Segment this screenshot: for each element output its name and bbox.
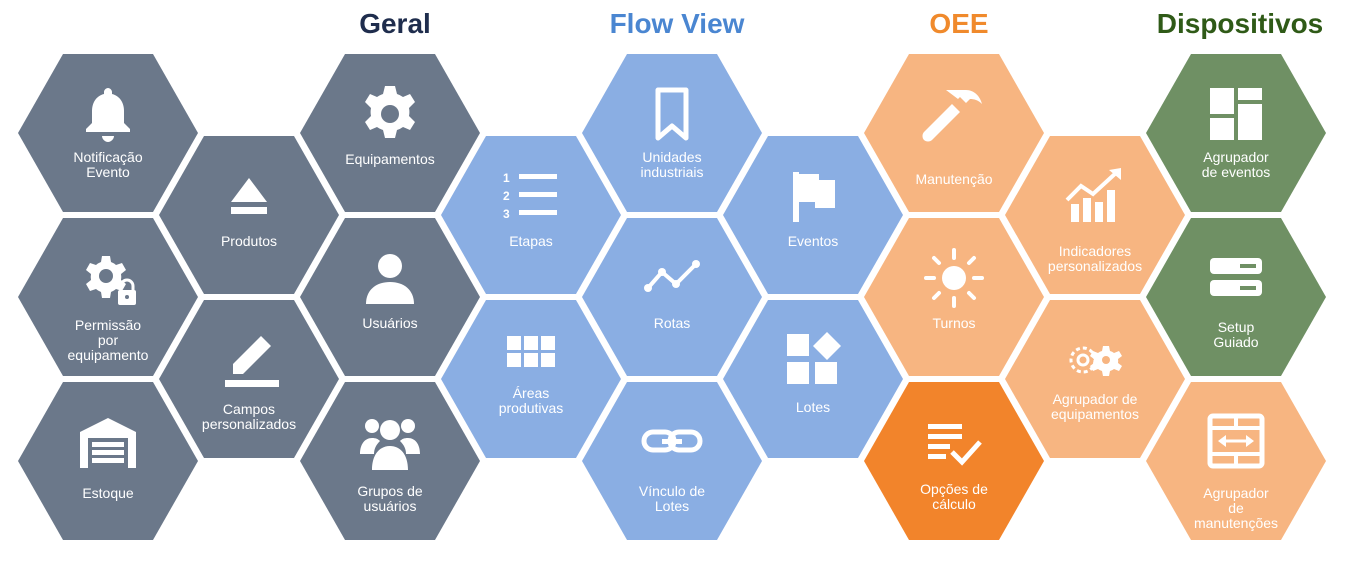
tile-grupos-de-usuarios[interactable]: Grupos de usuários [300,382,480,540]
tile-setup-guiado[interactable]: Setup Guiado [1146,218,1326,376]
list-check-icon [922,410,986,474]
tile-usuarios[interactable]: Usuários [300,218,480,376]
section-title-flow-view: Flow View [609,8,745,39]
gear-icon [358,82,422,146]
tile-label: Equipamentos [345,151,435,167]
section-title-geral: Geral [359,8,431,39]
tile-label: Lotes [795,399,831,415]
flag-icon [781,164,845,228]
tile-label: Grupos de usuários [357,483,423,514]
tile-label: Etapas [509,233,553,249]
tile-label: Vínculo de Lotes [638,483,706,514]
tile-areas-produtivas[interactable]: Áreas produtivas [441,300,621,458]
tile-eventos[interactable]: Eventos [723,136,903,294]
tile-produtos[interactable]: Produtos [159,136,339,294]
tile-indicadores-personalizados[interactable]: Indicadores personalizados [1005,136,1185,294]
gear-lock-icon [76,246,140,310]
tile-turnos[interactable]: Turnos [864,218,1044,376]
tile-equipamentos[interactable]: Equipamentos [300,54,480,212]
tile-label: Indicadores personalizados [1047,243,1143,274]
tile-label: Agrupador de equipamentos [1051,391,1139,422]
tile-label: Opções de cálculo [920,481,988,512]
tile-estoque[interactable]: Estoque [18,382,198,540]
tile-label: Agrupador de manutenções [1193,485,1279,531]
section-title-dispositivos: Dispositivos [1156,8,1324,39]
bookmark-icon [640,82,704,146]
tile-label: Manutenção [915,171,993,187]
sun-icon [922,246,986,310]
tile-label: Campos personalizados [201,401,297,432]
tile-label: Permissão por equipamento [67,317,149,363]
tile-label: Áreas produtivas [498,385,564,416]
tile-label: Notificação Evento [73,149,143,180]
tile-label: Turnos [932,315,976,331]
pencil-icon [217,328,281,392]
tile-label: Agrupador de eventos [1201,149,1271,180]
tile-label: Estoque [82,485,134,501]
tile-agrupador-de-eventos[interactable]: Agrupador de eventos [1146,54,1326,212]
tile-label: Usuários [362,315,418,331]
tile-agrupador-de-equipamentos[interactable]: Agrupador de equipamentos [1005,300,1185,458]
grid-icon [499,328,563,392]
tile-opcoes-de-calculo[interactable]: Opções de cálculo [864,382,1044,540]
eject-icon [217,164,281,228]
tile-rotas[interactable]: Rotas [582,218,762,376]
layout-icon [1204,82,1268,146]
growth-chart-icon [1063,164,1127,228]
tile-label: Produtos [220,233,278,249]
tile-notificacao-evento[interactable]: Notificação Evento [18,54,198,212]
section-title-oee: OEE [929,8,989,39]
tile-label: Unidades industriais [640,149,704,180]
tile-label: Setup Guiado [1213,319,1259,350]
user-icon [358,246,422,310]
tile-permissao-por-equipamento[interactable]: Permissão por equipamento [18,218,198,376]
blocks-icon [781,328,845,392]
svg-text:2: 2 [503,189,510,203]
gears-icon [1063,328,1127,392]
warehouse-icon [76,410,140,474]
tile-manutencao[interactable]: Manutenção [864,54,1044,212]
tile-etapas[interactable]: 1 2 3 Etapas [441,136,621,294]
tile-label: Eventos [787,233,839,249]
server-icon [1204,246,1268,310]
bell-icon [76,82,140,146]
svg-text:1: 1 [503,171,510,185]
tile-label: Rotas [653,315,691,331]
tile-campos-personalizados[interactable]: Campos personalizados [159,300,339,458]
numbered-list-icon: 1 2 3 [499,164,563,228]
svg-text:3: 3 [503,207,510,221]
hammer-icon [922,82,986,146]
route-line-icon [640,246,704,310]
tile-unidades-industriais[interactable]: Unidades industriais [582,54,762,212]
tile-agrupador-de-manutencoes[interactable]: Agrupador de manutenções [1146,382,1326,540]
tile-vinculo-de-lotes[interactable]: Vínculo de Lotes [582,382,762,540]
tile-lotes[interactable]: Lotes [723,300,903,458]
users-group-icon [358,410,422,474]
frame-arrows-icon [1204,410,1268,474]
link-icon [640,410,704,474]
